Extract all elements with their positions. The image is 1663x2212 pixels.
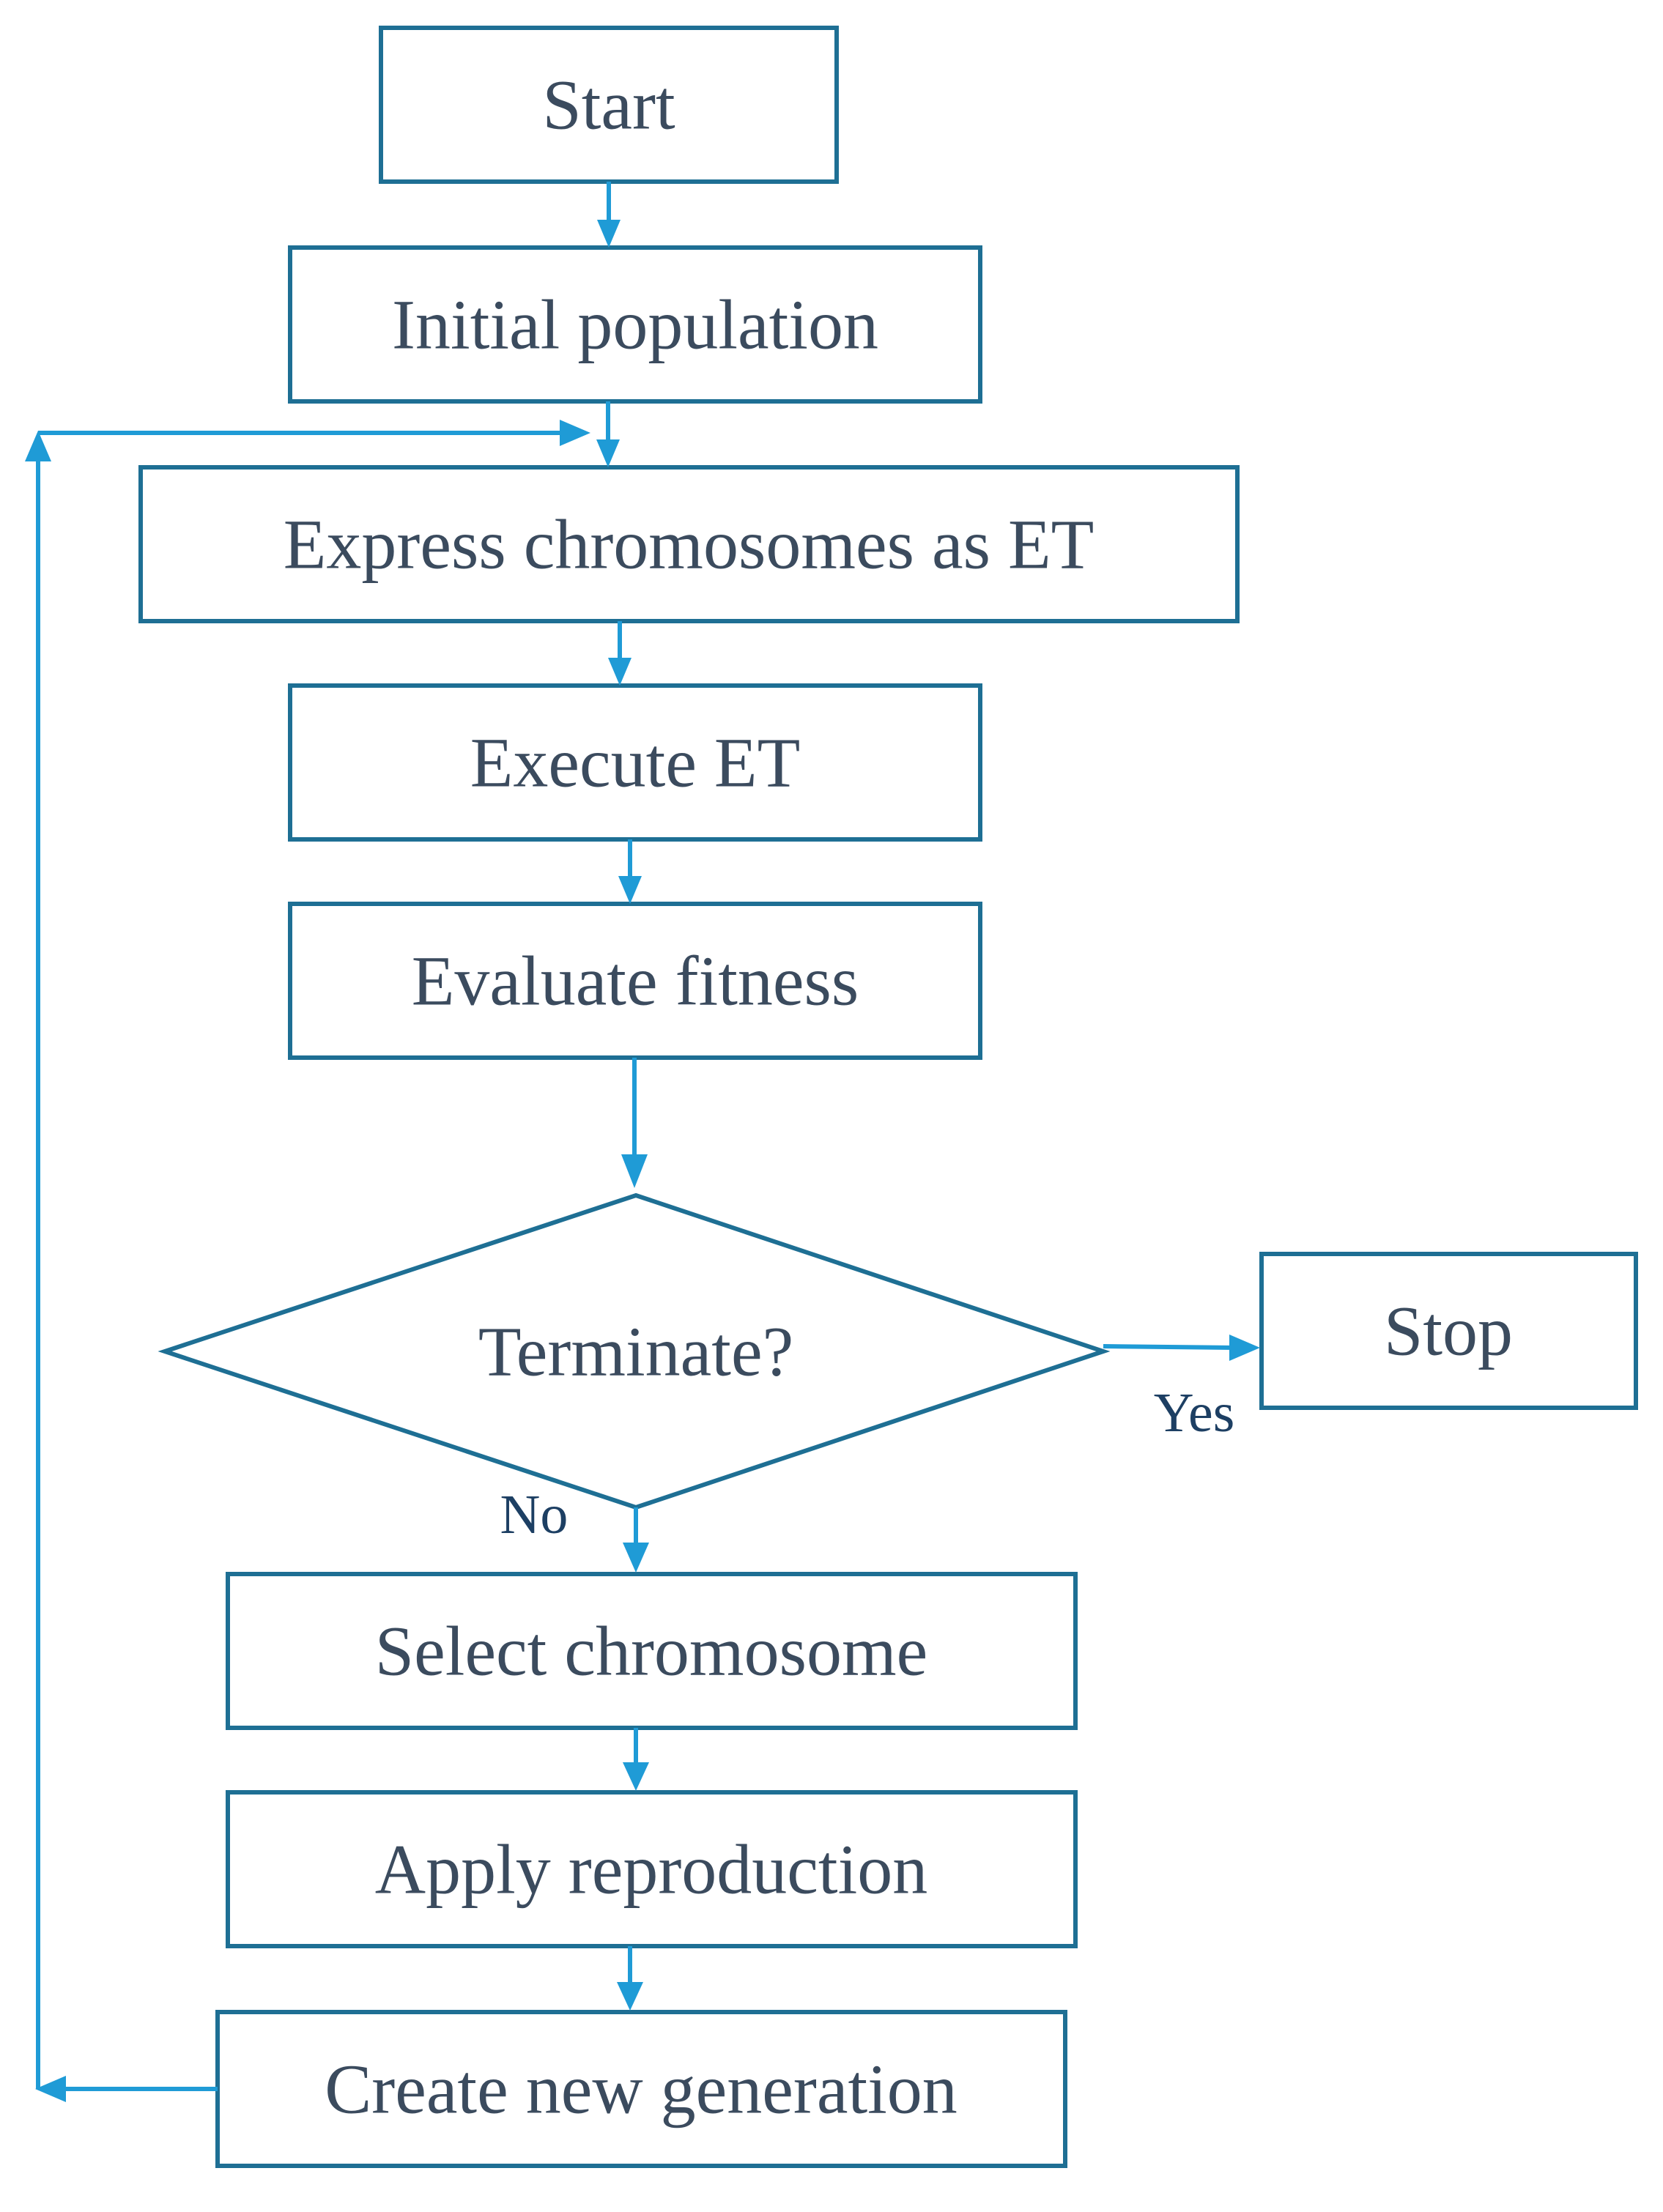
arrow-select-to-reproduce (623, 1728, 649, 1791)
evaluate-fitness-label: Evaluate fitness (412, 942, 859, 1020)
terminate-decision-node: Terminate? (158, 1192, 1111, 1510)
arrow-terminate-to-stop (1103, 1335, 1260, 1361)
arrow-loop-back (25, 420, 590, 2102)
arrow-initial-to-express (596, 401, 620, 467)
no-label: No (500, 1484, 568, 1545)
arrow-evaluate-to-terminate (621, 1058, 648, 1188)
terminate-label: Terminate? (478, 1313, 793, 1391)
arrow-reproduce-to-new-generation (617, 1946, 643, 2011)
stop-label: Stop (1384, 1292, 1513, 1370)
select-chromosome-node: Select chromosome (226, 1572, 1078, 1730)
execute-et-label: Execute ET (470, 724, 800, 802)
arrow-execute-to-evaluate (618, 839, 642, 904)
arrow-terminate-to-select (623, 1507, 649, 1573)
evaluate-fitness-node: Evaluate fitness (288, 902, 982, 1060)
select-chromosome-label: Select chromosome (375, 1612, 927, 1690)
yes-label: Yes (1154, 1382, 1235, 1444)
initial-population-label: Initial population (392, 286, 878, 364)
start-node: Start (379, 26, 839, 184)
express-chromosomes-label: Express chromosomes as ET (284, 505, 1094, 584)
express-chromosomes-node: Express chromosomes as ET (138, 465, 1240, 623)
arrow-start-to-initial (597, 182, 621, 248)
stop-node: Stop (1259, 1252, 1638, 1410)
apply-reproduction-node: Apply reproduction (226, 1790, 1078, 1948)
apply-reproduction-label: Apply reproduction (375, 1830, 928, 1909)
create-new-generation-node: Create new generation (215, 2010, 1067, 2168)
start-label: Start (542, 66, 675, 144)
arrow-express-to-execute (608, 621, 632, 686)
execute-et-node: Execute ET (288, 683, 982, 842)
initial-population-node: Initial population (288, 245, 982, 404)
create-new-generation-label: Create new generation (325, 2050, 958, 2129)
